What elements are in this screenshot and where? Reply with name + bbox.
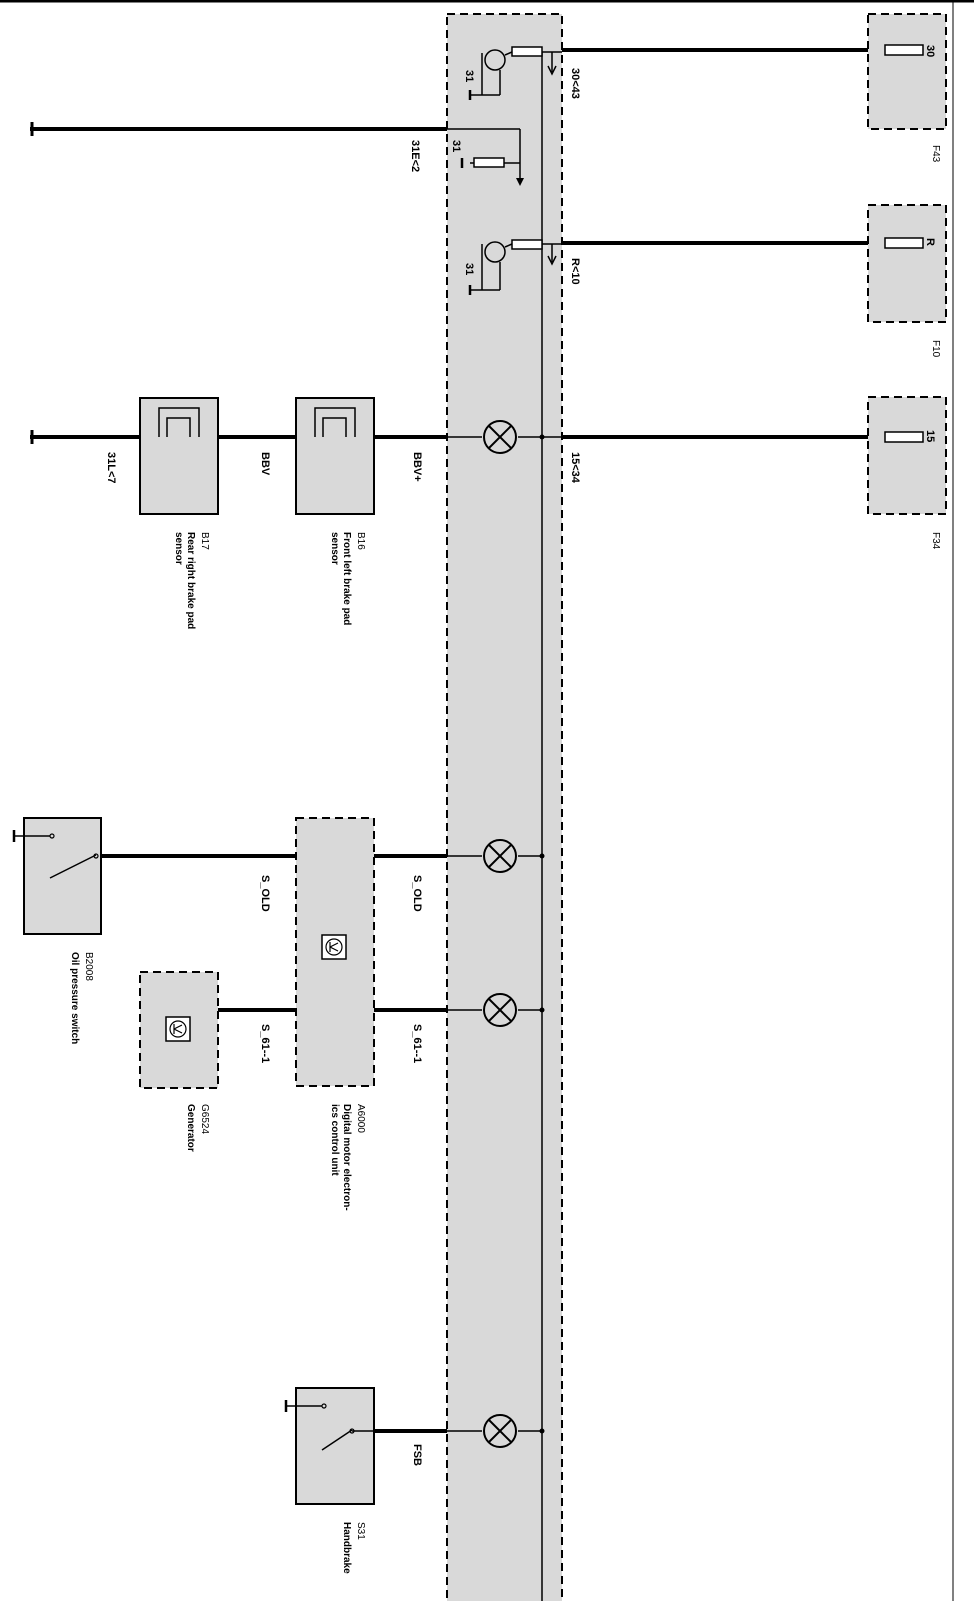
- fuse-symbol-f34: [884, 431, 924, 443]
- component-id-s31: S31: [355, 1522, 366, 1540]
- wire-label-30-43: 30<43: [569, 68, 581, 99]
- component-id-b17: B17: [199, 532, 210, 550]
- fuse-id-f34: F34: [930, 532, 941, 550]
- brake-pad-icon: [158, 407, 200, 437]
- wire-label-15-34: 15<34: [569, 452, 581, 484]
- component-id-a6000: A6000: [355, 1104, 366, 1133]
- resistor-symbol: [473, 157, 505, 168]
- switch-icon: [49, 854, 97, 879]
- component-id-b16: B16: [355, 532, 366, 550]
- ground-label-31: 31: [463, 263, 475, 275]
- wire-label-s-old-out: S_OLD: [411, 875, 423, 912]
- row-ground-31e: 31 31E<2: [30, 122, 524, 186]
- ground-label-31: 31: [450, 140, 462, 152]
- wire-label-r-10: R<10: [569, 258, 581, 285]
- component-id-b2008: B2008: [83, 952, 94, 981]
- component-name-a6000: Digital motor electron-: [341, 1104, 352, 1211]
- wire-label-s-61-in: S_61--1: [259, 1024, 271, 1063]
- component-name-b2008: Oil pressure switch: [69, 952, 80, 1044]
- row-terminal-r: 31 R<10 R F10: [463, 204, 947, 358]
- wire-label-bbv-plus: BBV+: [411, 452, 423, 482]
- wire-label-fsb: FSB: [411, 1444, 423, 1466]
- resistor-symbol: [511, 239, 543, 250]
- fuse-id-f10: F10: [930, 340, 941, 358]
- row-terminal-30: 31 30<43 30 F43: [463, 13, 947, 163]
- wire-label-s-old-in: S_OLD: [259, 875, 271, 912]
- wire-label-31l-7: 31L<7: [105, 452, 117, 484]
- component-name-b16-2: sensor: [329, 532, 340, 565]
- component-name-a6000-2: ics control unit: [329, 1104, 340, 1176]
- fuse-box-f10: [867, 204, 947, 323]
- fuse-pin-15: 15: [924, 430, 936, 442]
- component-id-g6524: G6524: [199, 1104, 210, 1134]
- component-name-b16: Front left brake pad: [341, 532, 352, 625]
- wire-label-s-61-out: S_61--1: [411, 1024, 423, 1063]
- transistor-symbol: [484, 241, 506, 263]
- switch-icon: [321, 1429, 353, 1451]
- component-b2008: [23, 817, 102, 935]
- brake-pad-icon: [314, 407, 356, 437]
- row-brake-pad: 31L<7 BBV BBV+ 15<34 B17 Rear right brak…: [30, 396, 947, 629]
- wire-label-bbv: BBV: [259, 452, 271, 476]
- component-name-b17: Rear right brake pad: [185, 532, 196, 629]
- component-name-s31: Handbrake: [341, 1522, 352, 1574]
- fuse-pin-r: R: [924, 238, 936, 246]
- component-s31: [295, 1387, 375, 1505]
- fuse-symbol-f10: [884, 237, 924, 249]
- component-b16: [295, 397, 375, 515]
- transistor-symbol: [484, 49, 506, 71]
- row-oil-pressure: S_OLD S_OLD B2008 Oil pressure switch: [12, 817, 545, 1087]
- ground-label-31: 31: [463, 70, 475, 82]
- component-name-g6524: Generator: [185, 1104, 196, 1152]
- component-name-b17-2: sensor: [173, 532, 184, 565]
- fuse-id-f43: F43: [930, 145, 941, 163]
- fuse-pin-30: 30: [924, 45, 936, 57]
- fuse-box-f34: [867, 396, 947, 515]
- instrument-cluster-module: [446, 13, 563, 1601]
- fuse-symbol-f43: [884, 44, 924, 56]
- resistor-symbol: [511, 46, 543, 57]
- wire-label-31e-2: 31E<2: [409, 140, 421, 172]
- fuse-box-f43: [867, 13, 947, 130]
- row-generator: S_61--1 S_61--1 G6524 Generator A6000 Di…: [139, 971, 545, 1211]
- component-b17: [139, 397, 219, 515]
- row-handbrake: FSB S31 Handbrake: [284, 1387, 545, 1574]
